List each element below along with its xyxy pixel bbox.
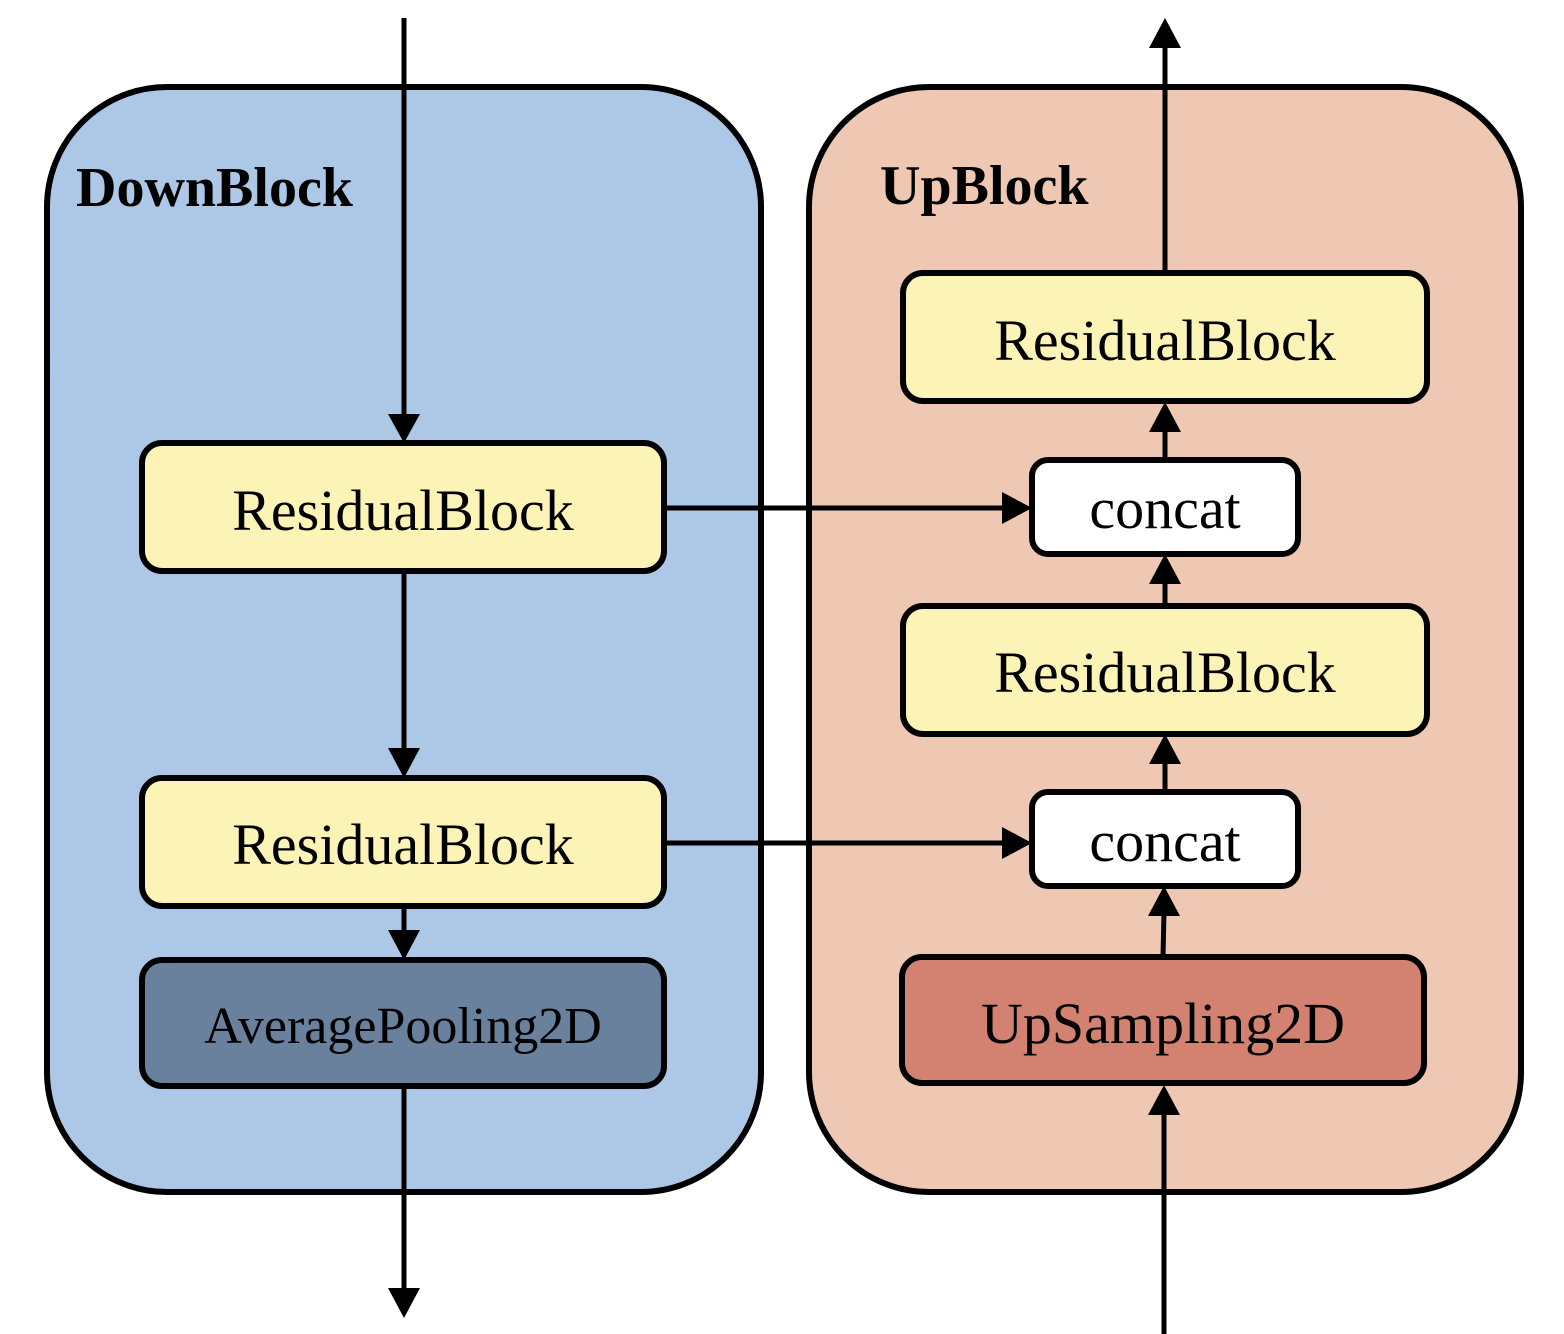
arrowheads bbox=[388, 18, 1181, 1318]
concat-bottom-box bbox=[1029, 789, 1301, 889]
average-pooling-label: AveragePooling2D bbox=[204, 998, 602, 1055]
upsampling-block: UpSampling2D bbox=[899, 954, 1427, 1086]
up-residual-block-top-label: ResidualBlock bbox=[994, 308, 1336, 373]
arrowhead-into-concat-bottom bbox=[1148, 886, 1180, 916]
down-residual-block-1-box bbox=[139, 440, 667, 574]
upsampling-box bbox=[899, 954, 1427, 1086]
up-residual-block-mid: ResidualBlock bbox=[900, 603, 1430, 737]
up-residual-block-top: ResidualBlock bbox=[900, 270, 1430, 404]
concat-bottom: concat bbox=[1029, 789, 1301, 889]
arrowhead-into-res-mid bbox=[1149, 734, 1181, 764]
arrowhead-into-upsample bbox=[1148, 1085, 1180, 1115]
down-residual-block-1: ResidualBlock bbox=[139, 440, 667, 574]
arrowhead-up-output bbox=[1149, 18, 1181, 48]
arrowhead-down-output bbox=[388, 1288, 420, 1318]
concat-top-label: concat bbox=[1089, 476, 1240, 541]
average-pooling-block: AveragePooling2D bbox=[139, 957, 667, 1089]
edges bbox=[401, 18, 1168, 1334]
arrowhead-into-pool bbox=[388, 930, 420, 960]
arrowhead-skip-bottom bbox=[1002, 827, 1032, 859]
arrowhead-into-res2 bbox=[388, 748, 420, 778]
down-residual-block-2: ResidualBlock bbox=[139, 775, 667, 909]
down-residual-block-2-box bbox=[139, 775, 667, 909]
up-residual-block-mid-label: ResidualBlock bbox=[994, 640, 1336, 705]
arrowhead-into-res-top bbox=[1149, 402, 1181, 432]
down-block-title: DownBlock bbox=[76, 157, 354, 219]
arrowhead-into-concat-top bbox=[1149, 554, 1181, 584]
edge-upsample-to-concat bbox=[1160, 911, 1167, 958]
concat-bottom-label: concat bbox=[1089, 809, 1240, 874]
arrowhead-into-res1 bbox=[388, 414, 420, 443]
up-block-title: UpBlock bbox=[880, 155, 1089, 217]
concat-top: concat bbox=[1029, 457, 1301, 557]
average-pooling-box bbox=[139, 957, 667, 1089]
down-residual-block-2-label: ResidualBlock bbox=[232, 812, 574, 877]
down-residual-block-1-label: ResidualBlock bbox=[232, 478, 574, 543]
arrowhead-skip-top bbox=[1002, 492, 1032, 524]
upsampling-label: UpSampling2D bbox=[981, 991, 1345, 1056]
up-residual-block-top-box bbox=[900, 270, 1430, 404]
